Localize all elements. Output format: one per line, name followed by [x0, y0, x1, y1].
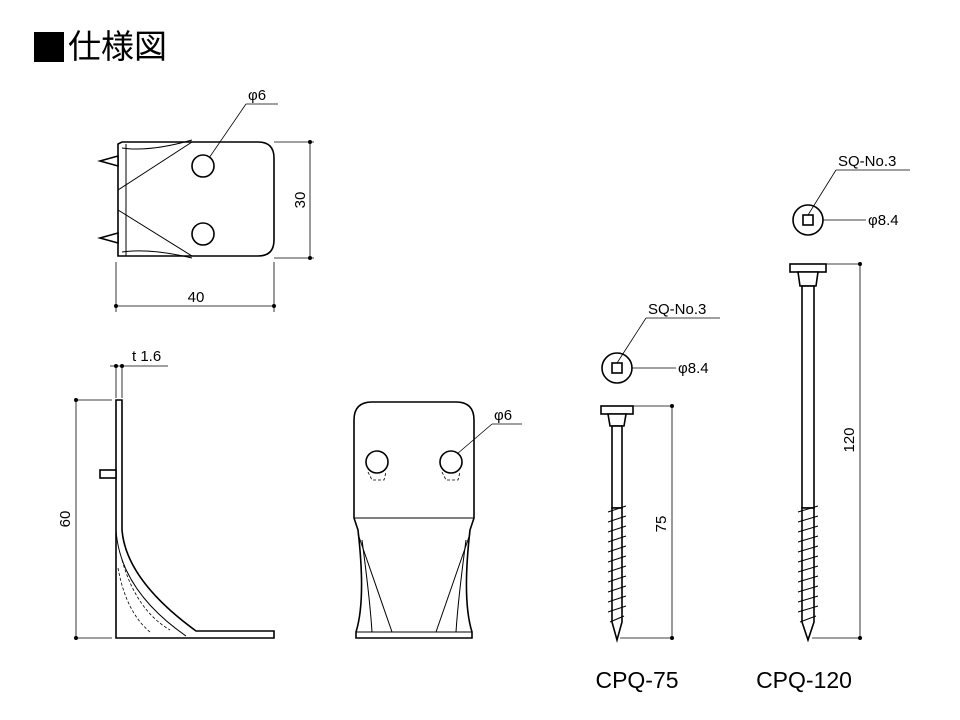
- bracket-front-view: φ6: [353, 401, 522, 639]
- bracket-side-spike: [99, 469, 117, 479]
- screw-75-square-drive: [611, 362, 623, 374]
- top-height-dim: 30: [292, 192, 309, 209]
- screw-120-square-drive: [802, 214, 814, 226]
- side-thickness-label: t 1.6: [132, 348, 161, 365]
- bracket-side-inner-curve: [115, 529, 187, 637]
- bracket-top-diag-1: [117, 141, 193, 191]
- screw-75-neck: [607, 413, 627, 427]
- screw-120-length-dim: 120: [841, 427, 858, 452]
- page-title-text: 仕様図: [68, 27, 167, 66]
- bracket-front-hole-1: [365, 450, 389, 474]
- bracket-front-hole-1-hidden: [367, 471, 387, 481]
- front-hole-label: φ6: [494, 407, 512, 424]
- bracket-side-view: t 1.6 60: [57, 348, 275, 640]
- bracket-front-hole-2: [439, 450, 463, 474]
- bracket-top-plate: [117, 141, 275, 257]
- screw-75-model-label: CPQ-75: [595, 667, 678, 693]
- dim-75-dot-top: [670, 404, 674, 408]
- title-square-icon: [34, 31, 64, 62]
- dim-t-dot-left: [114, 364, 118, 368]
- dim-120-dot-top: [858, 262, 862, 266]
- bracket-top-hole-1: [191, 154, 215, 178]
- bracket-side-profile: [115, 399, 275, 639]
- bracket-top-spike-2: [97, 231, 119, 245]
- screw-75-threads: [607, 505, 627, 623]
- screw-120-model-label: CPQ-120: [756, 667, 852, 693]
- dim-t-dot-right: [120, 364, 124, 368]
- screw-120-dia-label: φ8.4: [868, 212, 899, 229]
- bracket-top-flange-upper: [121, 139, 193, 150]
- bracket-front-plate: [353, 401, 475, 639]
- bracket-top-hole-2: [191, 222, 215, 246]
- bracket-top-flange-lower: [121, 250, 193, 259]
- bracket-front-hole-2-hidden: [441, 471, 461, 481]
- screw-cpq-120: SQ-No.3 φ8.4 120 CPQ-120: [756, 153, 910, 693]
- top-width-dim: 40: [188, 289, 205, 306]
- dim-60-dot-bottom: [74, 636, 78, 640]
- screw-120-drive-leader: [807, 169, 837, 216]
- bracket-top-diag-2: [117, 209, 193, 257]
- screw-120-head: [789, 263, 827, 273]
- bracket-side-hidden-2: [117, 567, 151, 633]
- dim-40-dot-right: [272, 304, 276, 308]
- screw-120-neck: [797, 271, 819, 287]
- screw-75-drive-label: SQ-No.3: [648, 301, 706, 318]
- screw-75-length-dim: 75: [653, 516, 670, 533]
- screw-75-shank: [611, 425, 623, 509]
- bracket-side-hidden-1: [121, 559, 171, 631]
- screw-120-drive-label: SQ-No.3: [838, 153, 896, 170]
- dim-60-dot-top: [74, 398, 78, 402]
- screw-120-shank: [801, 285, 815, 509]
- dim-30-dot-bottom: [308, 256, 312, 260]
- bracket-top-view: φ6 30 40: [97, 87, 314, 312]
- dim-75-dot-bottom: [670, 636, 674, 640]
- top-hole-label: φ6: [248, 87, 266, 104]
- screw-75-head: [600, 405, 634, 415]
- screw-75-dia-label: φ8.4: [678, 360, 709, 377]
- screw-120-threads: [797, 505, 819, 623]
- dim-40-dot-left: [114, 304, 118, 308]
- front-hole-leader: [456, 423, 493, 455]
- screw-cpq-75: SQ-No.3 φ8.4 75 CPQ-75: [595, 301, 720, 693]
- bracket-front-flange-left-inner: [361, 539, 373, 633]
- top-hole-leader: [208, 103, 247, 159]
- dim-120-dot-bottom: [858, 636, 862, 640]
- screw-75-drive-leader: [616, 317, 647, 364]
- bracket-top-spike-1: [97, 154, 119, 168]
- side-height-dim: 60: [57, 511, 74, 528]
- bracket-front-flange-right-inner: [455, 539, 467, 633]
- dim-30-dot-top: [308, 140, 312, 144]
- page-title: 仕様図: [34, 30, 167, 63]
